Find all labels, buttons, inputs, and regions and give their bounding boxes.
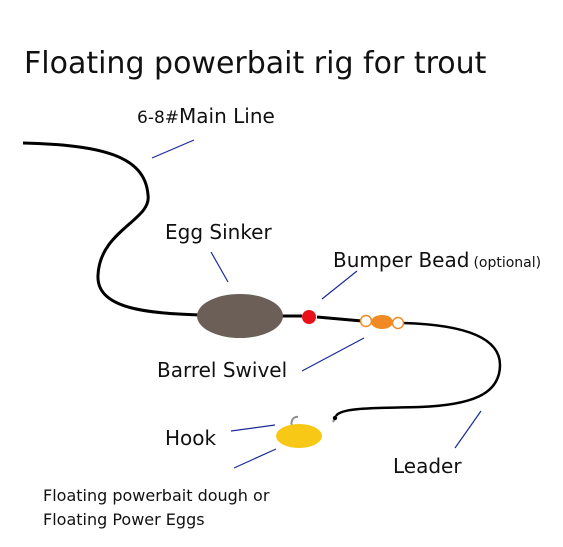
pointer-bumper-bead (321, 270, 358, 300)
bumper-bead-optional: (optional) (473, 255, 542, 271)
leader-line (334, 321, 502, 417)
swivel-ring-left (359, 314, 373, 328)
bait-label-line2: Floating Power Eggs (43, 510, 205, 529)
line-segment (280, 314, 363, 323)
pointer-bait (233, 448, 277, 469)
powerbait (276, 424, 322, 448)
egg-sinker-label: Egg Sinker (165, 220, 272, 244)
diagram-title: Floating powerbait rig for trout (24, 46, 487, 81)
egg-sinker (197, 294, 283, 338)
pointer-hook (230, 424, 276, 432)
bumper-bead-label: Bumper Bead(optional) (333, 250, 541, 270)
main-line-weight: 6-8# (137, 108, 180, 128)
hook-label: Hook (165, 426, 217, 450)
main-line-text: Main Line (179, 104, 275, 128)
swivel-ring-right (391, 316, 405, 330)
main-line (22, 141, 201, 317)
bait-label: Floating powerbait dough or Floating Pow… (43, 484, 269, 532)
pointer-leader (454, 410, 482, 449)
pointer-lines (151, 139, 482, 469)
pointer-egg-sinker (210, 251, 229, 283)
bait-label-line1: Floating powerbait dough or (43, 486, 270, 505)
hook-eye (332, 415, 338, 421)
pointer-barrel-swivel (301, 337, 365, 372)
swivel-barrel (371, 315, 393, 329)
pointer-main-line (151, 139, 195, 159)
barrel-swivel-label: Barrel Swivel (157, 358, 288, 382)
main-line-label: 6-8#Main Line (137, 106, 275, 127)
bumper-bead-text: Bumper Bead (333, 248, 470, 272)
bumper-bead (302, 310, 316, 324)
leader-label: Leader (393, 454, 462, 478)
